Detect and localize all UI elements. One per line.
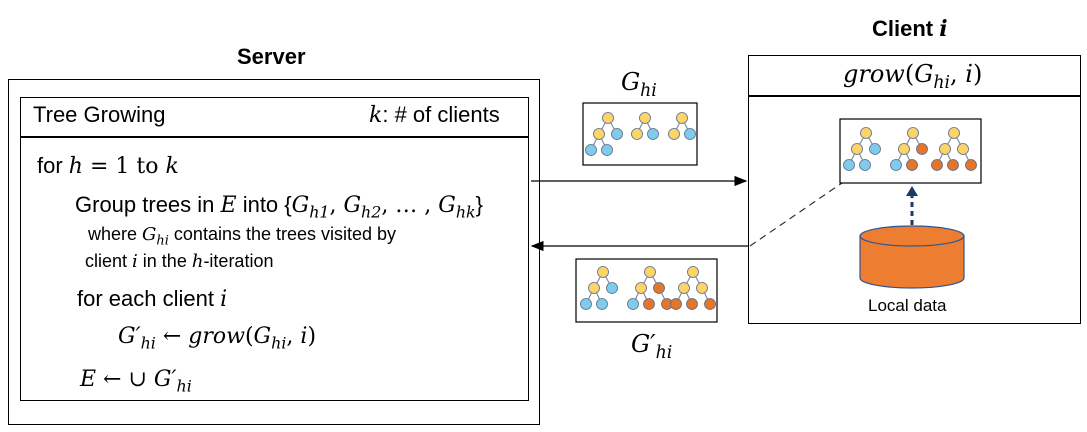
- tree-node: [965, 159, 977, 171]
- tree-node: [860, 127, 872, 139]
- tree-graphic: [931, 127, 977, 171]
- local-data-label: Local data: [868, 296, 947, 315]
- tree-node: [653, 282, 665, 294]
- algo-line-grow-assign: G′hi ← grow(Ghi, i): [118, 324, 317, 353]
- server-title: Server: [237, 44, 306, 69]
- tree-node: [631, 128, 643, 140]
- tree-node: [670, 298, 682, 310]
- algo-line-client-iteration: client i in the h-iteration: [85, 251, 274, 272]
- tree-node: [898, 143, 910, 155]
- return-message-label: G′hi: [631, 330, 673, 364]
- tree-node: [684, 128, 696, 140]
- tree-node: [704, 298, 716, 310]
- tree-node: [647, 128, 659, 140]
- tree-node: [869, 143, 881, 155]
- tree-node: [906, 159, 918, 171]
- tree-node: [643, 298, 655, 310]
- tree-node: [588, 282, 600, 294]
- dashed-connector: [749, 182, 843, 247]
- algo-line-for-each-client: for each client i: [77, 286, 228, 312]
- tree-node: [931, 159, 943, 171]
- tree-node: [644, 266, 656, 278]
- database-icon: [859, 225, 965, 289]
- client-grow-function: grow(Ghi, i): [843, 60, 983, 94]
- tree-node: [687, 266, 699, 278]
- k-clients-note: k: # of clients: [369, 102, 500, 128]
- tree-graphic: [580, 266, 618, 310]
- tree-graphic: [627, 266, 673, 310]
- algo-line-for-h: for h = 1 to k: [37, 153, 179, 179]
- tree-node: [916, 143, 928, 155]
- client-divider: [748, 95, 1081, 97]
- algo-line-where: where Ghi contains the trees visited by: [88, 224, 397, 249]
- tree-node: [611, 128, 623, 140]
- tree-graphic: [585, 112, 623, 156]
- tree-graphic: [843, 127, 881, 171]
- send-message-label: Ghi: [621, 68, 657, 102]
- tree-node: [939, 143, 951, 155]
- tree-node: [676, 112, 688, 124]
- tree-node: [948, 127, 960, 139]
- tree-node: [851, 143, 863, 155]
- algo-line-group-trees: Group trees in E into {Gh1, Gh2, … , Ghk…: [75, 192, 484, 222]
- tree-node: [601, 144, 613, 156]
- tree-node: [593, 128, 605, 140]
- panel-divider: [20, 136, 529, 138]
- tree-node: [907, 127, 919, 139]
- tree-node: [580, 298, 592, 310]
- tree-node: [843, 159, 855, 171]
- tree-node: [947, 159, 959, 171]
- tree-graphic: [631, 112, 659, 140]
- tree-node: [596, 298, 608, 310]
- tree-node: [606, 282, 618, 294]
- tree-node: [602, 112, 614, 124]
- tree-node: [686, 298, 698, 310]
- tree-node: [890, 159, 902, 171]
- tree-growing-panel: [20, 97, 529, 401]
- algo-line-union: E ← ∪ G′hi: [80, 367, 192, 396]
- tree-node: [639, 112, 651, 124]
- tree-node: [696, 282, 708, 294]
- tree-node: [635, 282, 647, 294]
- tree-node: [678, 282, 690, 294]
- tree-node: [957, 143, 969, 155]
- tree-graphic: [890, 127, 928, 171]
- local-data-arrowhead: [906, 186, 918, 196]
- tree-node: [627, 298, 639, 310]
- panel-title: Tree Growing: [33, 102, 166, 127]
- tree-node: [859, 159, 871, 171]
- tree-node: [668, 128, 680, 140]
- tree-node: [597, 266, 609, 278]
- client-title: Client i: [872, 16, 948, 42]
- tree-node: [585, 144, 597, 156]
- tree-graphic: [668, 112, 696, 140]
- tree-graphic: [670, 266, 716, 310]
